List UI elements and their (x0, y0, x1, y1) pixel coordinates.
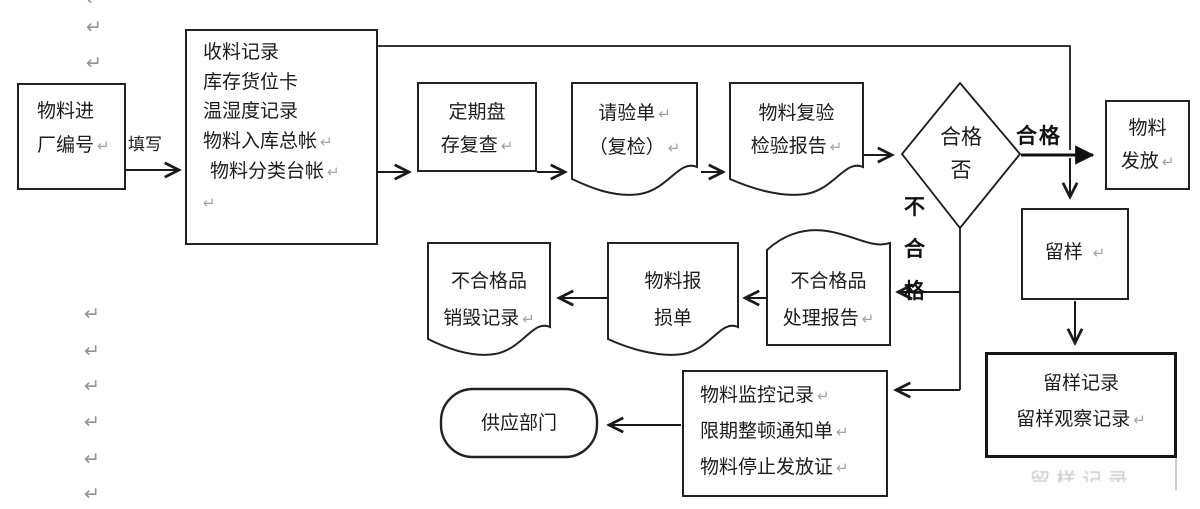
node-release-box (1105, 100, 1190, 190)
document-nonconforming-report (766, 229, 891, 346)
return-mark-icon: ↵ (86, 52, 102, 74)
decision-label: 合格 否 (940, 125, 982, 182)
monitor-docs-label: 物料监控记录↵ 限期整顿通知单↵ 物料停止发放证↵ (700, 385, 849, 478)
sample-records-label: 留样记录 留样观察记录↵ (1016, 373, 1146, 430)
return-mark-icon: ↵ (84, 303, 100, 325)
node-sample-box (1021, 208, 1129, 300)
fill-write-label: 填写 (128, 135, 162, 154)
return-mark-icon: ↵ (836, 423, 849, 441)
return-mark-icon: ↵ (84, 411, 100, 433)
return-mark-icon: ↵ (84, 483, 100, 505)
return-mark-icon: ↵ (84, 448, 100, 470)
periodic-check-label: 定期盘 存复查↵ (440, 102, 514, 156)
inspection-request-label: 请验单↵ （复检）↵ (588, 103, 681, 158)
return-mark-icon: ↵ (84, 340, 100, 362)
return-mark-icon: ↵ (836, 459, 849, 477)
node-periodic-check-box (417, 82, 537, 172)
release-label: 物料 发放↵ (1120, 118, 1175, 172)
return-mark-icon: ↵ (829, 138, 843, 156)
qualified-label: 合格 (1016, 124, 1062, 148)
return-mark-icon: ↵ (500, 137, 514, 155)
connector-records-to-junction (378, 45, 1071, 150)
sample-label: 留样↵ (1044, 242, 1106, 263)
node-records-box (185, 29, 378, 245)
unqualified-label: 不 合 格 (904, 195, 925, 303)
node-entry-box (17, 83, 126, 190)
return-mark-icon: ↵ (817, 387, 830, 405)
return-mark-icon: ↵ (327, 163, 340, 181)
return-mark-icon: ↵ (86, 16, 102, 38)
document-inspection-request (571, 82, 698, 196)
supply-dept-label: 供应部门 (480, 413, 557, 434)
return-mark-icon: ↵ (1161, 153, 1175, 171)
nonconforming-report-label: 不合格品 处理报告↵ (782, 271, 875, 329)
reinspection-report-label: 物料复验 检验报告↵ (750, 103, 843, 157)
terminator-supply-dept (439, 387, 599, 459)
records-box-label: 收料记录 库存货位卡 温湿度记录 物料入库总帐↵ 物料分类台帐↵ ↵ (203, 42, 340, 212)
return-mark-icon: ↵ (84, 375, 100, 397)
decision-diamond (900, 81, 1022, 230)
node-sample-records-box (985, 352, 1177, 458)
node-monitor-box (682, 370, 888, 497)
return-mark-icon: ↵ (1092, 244, 1106, 262)
return-mark-icon: ↵ (97, 137, 110, 155)
return-mark-icon: ↵ (522, 310, 535, 328)
return-mark-icon: ↵ (1133, 411, 1146, 429)
return-mark-icon: ↵ (203, 193, 216, 212)
faint-remnant-text: 留样记录 (1030, 470, 1134, 482)
return-mark-icon: ↵ (320, 132, 333, 151)
return-mark-icon: ↵ (667, 139, 681, 157)
entry-box-label: 物料进 厂编号↵ (37, 101, 110, 156)
destroy-record-label: 不合格品 销毁记录↵ (443, 271, 535, 329)
return-mark-icon: ↵ (658, 105, 671, 123)
document-destroy-record (427, 242, 551, 356)
return-mark-icon: ↵ (861, 310, 875, 328)
document-reinspection-report (729, 82, 864, 196)
material-loss-label: 物料报 损单 (644, 271, 702, 329)
document-material-loss (607, 242, 739, 356)
return-mark-icon: ↵ (86, 0, 102, 10)
